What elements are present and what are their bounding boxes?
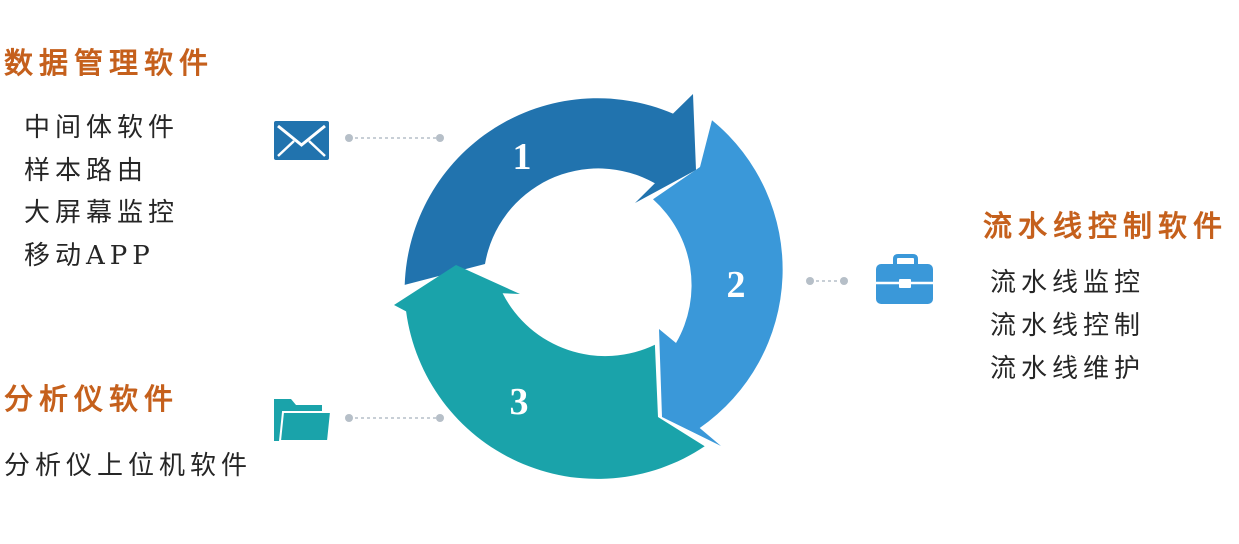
connector-1 <box>345 134 444 142</box>
group3-item: 分析仪上位机软件 <box>4 451 253 481</box>
group3-title: 分析仪软件 <box>4 382 180 416</box>
connector-3 <box>345 414 444 422</box>
group1-title: 数据管理软件 <box>4 46 215 80</box>
briefcase-icon <box>876 254 933 304</box>
group1-item: 移动APP <box>24 241 155 271</box>
segment-1-number: 1 <box>513 136 532 178</box>
connector-2 <box>806 277 848 285</box>
group1-item: 大屏幕监控 <box>24 198 180 228</box>
group2-title: 流水线控制软件 <box>983 209 1229 243</box>
cycle-segment-1 <box>404 94 696 285</box>
folder-icon <box>274 399 333 442</box>
group1-item: 样本路由 <box>24 156 149 186</box>
group2-item: 流水线维护 <box>990 354 1146 384</box>
cycle-segment-2 <box>653 120 783 446</box>
cycle-segment-3 <box>394 265 705 479</box>
group2-item: 流水线控制 <box>990 311 1146 341</box>
segment-2-number: 2 <box>727 264 746 306</box>
group1-item: 中间体软件 <box>24 113 180 143</box>
envelope-icon <box>274 121 329 160</box>
group2-item: 流水线监控 <box>990 268 1146 298</box>
segment-3-number: 3 <box>510 381 529 423</box>
